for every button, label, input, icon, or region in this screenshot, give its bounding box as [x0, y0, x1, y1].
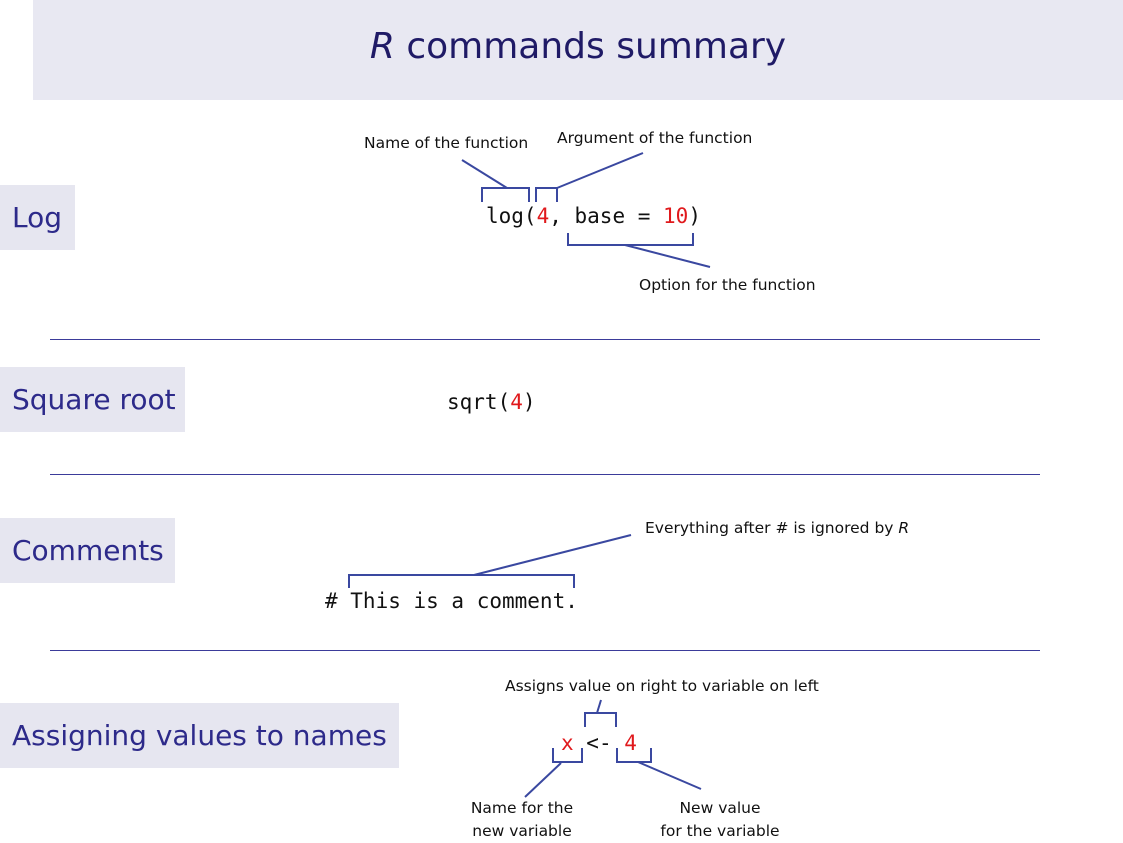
code-close: ) — [688, 204, 701, 228]
code-fn: sqrt( — [447, 390, 511, 414]
section-label-log: Log — [0, 185, 75, 250]
code-assign: x <- 4 — [561, 731, 637, 755]
annotation-argument: Argument of the function — [557, 129, 753, 147]
bracket-variable-name — [552, 748, 583, 763]
page-title: R commands summary — [33, 26, 1123, 67]
divider — [50, 474, 1040, 475]
annotation-line: New value — [679, 799, 761, 817]
annotation-comment-r: R — [898, 519, 910, 537]
annotation-new-value: New value for the variable — [645, 797, 795, 843]
annotation-line: Name for the — [470, 799, 574, 817]
annotation-function-name: Name of the function — [364, 134, 529, 152]
bracket-operator — [584, 712, 617, 727]
code-arg: 4 — [536, 204, 550, 228]
code-log: log(4, base = 10) — [486, 204, 701, 228]
code-assign-operator: <- — [573, 731, 625, 755]
title-italic-r: R — [369, 26, 395, 67]
divider — [50, 339, 1040, 340]
bracket-new-value — [616, 748, 652, 763]
bracket-comment — [348, 574, 575, 588]
annotation-option: Option for the function — [639, 276, 816, 294]
title-banner: R commands summary — [33, 0, 1123, 100]
pointer-variable-name — [524, 762, 562, 798]
pointer-comment — [473, 534, 632, 576]
section-label-square-root: Square root — [0, 367, 185, 432]
section-label-assigning: Assigning values to names — [0, 703, 399, 768]
annotation-comment-text: Everything after # is ignored by — [645, 519, 899, 537]
bracket-option — [567, 233, 694, 246]
pointer-option — [624, 244, 711, 268]
code-close: ) — [522, 390, 536, 414]
divider — [50, 650, 1040, 651]
title-text: commands summary — [394, 26, 787, 67]
annotation-operator: Assigns value on right to variable on le… — [505, 677, 819, 695]
pointer-new-value — [637, 761, 702, 790]
section-label-comments: Comments — [0, 518, 175, 583]
code-fn: log( — [486, 204, 537, 228]
code-option-value: 10 — [663, 204, 689, 228]
code-sqrt: sqrt(4) — [447, 390, 536, 414]
annotation-variable-name: Name for the new variable — [452, 797, 592, 843]
bracket-argument — [535, 187, 558, 202]
annotation-line: for the variable — [660, 822, 780, 840]
bracket-function-name — [481, 187, 530, 202]
code-arg: 4 — [510, 390, 523, 414]
annotation-comment: Everything after # is ignored by R — [645, 519, 909, 537]
code-option-name: , base = — [549, 204, 664, 228]
pointer-function-name — [461, 159, 508, 189]
pointer-operator — [596, 699, 602, 714]
code-value: 4 — [624, 731, 637, 755]
pointer-argument — [556, 152, 644, 189]
code-comment: # This is a comment. — [325, 589, 578, 613]
code-variable-name: x — [561, 731, 574, 755]
annotation-line: new variable — [472, 822, 572, 840]
